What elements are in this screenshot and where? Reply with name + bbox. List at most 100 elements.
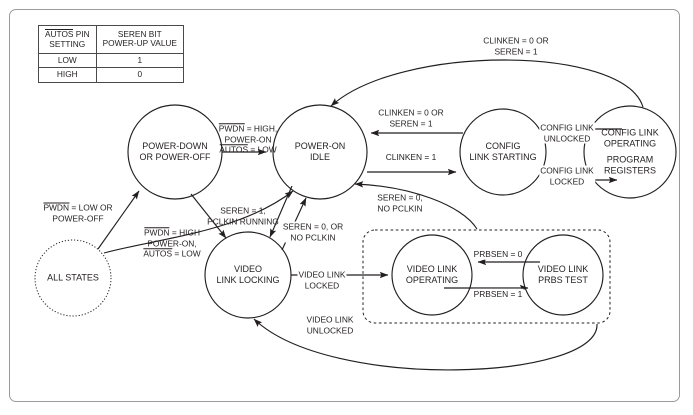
edge-config-link-operating-to-power-on-idle-arc <box>330 59 644 108</box>
power-on-idle-line2: IDLE <box>309 152 330 162</box>
edge-label-video-link-operating-to-prbs-test: PRBSEN = 1 <box>472 288 524 300</box>
ln1: VIDEO LINK <box>298 269 346 280</box>
ln2: SEREN = 1 <box>494 46 538 56</box>
edge-label-video-group-to-video-link-locking: VIDEO LINK UNLOCKED <box>305 315 354 336</box>
config-link-operating-line5: REGISTERS <box>603 165 657 176</box>
ln1: VIDEO LINK <box>306 314 354 325</box>
ln3-rest: = LOW <box>248 144 277 155</box>
ln2: UNLOCKED <box>543 133 591 143</box>
edge-label-all-states-to-power-on-idle: PWDN = HIGH POWER-ON, AUTOS = LOW <box>142 227 201 259</box>
ln1: PWDN = HIGH, <box>218 123 278 134</box>
ln3: AUTOS = LOW <box>219 144 277 155</box>
state-label-video-link-prbs-test: VIDEO LINK PRBS TEST <box>538 264 589 286</box>
state-circle-all-states <box>34 239 112 317</box>
ln1: CONFIG LINK <box>540 122 594 133</box>
edge-label-config-link-operating-to-power-on-idle: CLINKEN = 0 OR SEREN = 1 <box>482 36 549 57</box>
ln2: LOCKED <box>549 176 585 186</box>
edge-label-video-link-locking-to-power-on-idle: SEREN = 0, OR NO PCLKIN <box>281 221 345 243</box>
cell-setting-high: HIGH <box>38 67 97 84</box>
state-label-all-states: ALL STATES <box>47 273 99 284</box>
state-label-video-link-operating: VIDEO LINK OPERATING <box>406 264 458 286</box>
state-label-video-link-locking: VIDEO LINK LOCKING <box>216 264 279 286</box>
edge-label-config-link-operating-to-config-link-starting: CONFIG LINK UNLOCKED <box>539 122 595 144</box>
edge-label-all-states-to-power-down: PWDN = LOW OR POWER-OFF <box>42 202 113 224</box>
state-circle-video-link-operating <box>391 234 473 316</box>
ln2: POWER-OFF <box>52 213 104 223</box>
video-link-locking-line1: VIDEO <box>233 264 262 275</box>
autos-seren-lookup-table: AUTOS PIN SETTING SEREN BIT POWER-UP VAL… <box>38 25 184 84</box>
ln2: NO PCLKIN <box>290 232 336 242</box>
ln1: CLINKEN = 0 OR <box>378 107 444 118</box>
ln2: POWER-ON <box>224 133 272 144</box>
autos-overbar: AUTOS <box>143 248 173 259</box>
video-link-operating-line1: VIDEO LINK <box>406 264 458 275</box>
ln1-rest: = LOW OR <box>69 202 113 213</box>
ln1: PWDN = LOW OR <box>43 202 113 214</box>
autos-overbar-text: AUTOS <box>45 29 74 39</box>
state-circle-config-link-starting <box>459 108 547 196</box>
seren-header-line1: SEREN BIT <box>117 28 162 39</box>
pwdn-overbar: PWDN <box>43 202 70 213</box>
state-circle-video-link-prbs-test <box>522 234 604 316</box>
ln1-rest: = HIGH <box>169 227 201 238</box>
ln1: SEREN = 0, <box>377 192 423 203</box>
video-link-prbs-test-line2: PRBS TEST <box>538 275 588 285</box>
table-row: HIGH 0 <box>38 67 184 84</box>
edge-label-power-on-idle-to-config-link-starting: CLINKEN = 1 <box>384 151 438 163</box>
power-down-line1: POWER-DOWN <box>142 141 208 152</box>
edge-label-prbs-test-to-video-link-operating: PRBSEN = 0 <box>472 248 524 260</box>
table-header-row: AUTOS PIN SETTING SEREN BIT POWER-UP VAL… <box>38 25 184 54</box>
cell-value-high: 0 <box>95 67 184 84</box>
ln2: UNLOCKED <box>306 325 354 335</box>
edge-label-power-down-to-video-link-locking: SEREN = 1, PCLKIN RUNNING <box>206 206 280 227</box>
ln1: PWDN = HIGH <box>143 227 200 238</box>
all-states-line1: ALL STATES <box>47 272 99 283</box>
table-header-seren-bit-power-up-value: SEREN BIT POWER-UP VALUE <box>95 25 184 54</box>
ln2: POWER-ON, <box>147 237 197 248</box>
state-label-power-on-idle: POWER-ON IDLE <box>295 141 346 163</box>
video-link-prbs-test-line1: VIDEO LINK <box>537 264 589 275</box>
ln1: PRBSEN = 1 <box>473 288 523 299</box>
video-link-locking-line2: LINK LOCKING <box>216 275 280 285</box>
edge-label-video-link-locking-to-video-link-operating: VIDEO LINK LOCKED <box>297 269 347 291</box>
edge-label-config-link-starting-to-power-on-idle: CLINKEN = 0 OR SEREN = 1 <box>377 107 445 129</box>
ln1-rest: = HIGH, <box>244 123 278 134</box>
edge-video-group-to-power-on-idle-arc <box>354 181 478 230</box>
edge-label-config-link-starting-to-config-link-operating: CONFIG LINK LOCKED <box>539 165 595 187</box>
state-circle-power-on-idle <box>272 104 368 200</box>
ln2: PCLKIN RUNNING <box>207 216 279 226</box>
pwdn-overbar: PWDN <box>143 227 170 238</box>
ln1: PRBSEN = 0 <box>473 248 523 259</box>
ln1: SEREN = 1, <box>220 205 266 216</box>
config-link-operating-line1: CONFIG LINK <box>601 127 659 138</box>
power-on-idle-line1: POWER-ON <box>294 141 346 152</box>
edge-all-states-to-power-down <box>97 190 140 250</box>
state-label-config-link-operating: CONFIG LINK OPERATING PROGRAM REGISTERS <box>601 128 659 177</box>
config-link-operating-line2: OPERATING <box>603 138 657 149</box>
edge-all-states-to-power-on-idle <box>103 190 294 254</box>
ln1: CLINKEN = 0 OR <box>483 35 549 46</box>
ln1: CONFIG LINK <box>540 165 594 176</box>
config-link-starting-line1: CONFIG <box>485 141 521 152</box>
ln2: NO PCLKIN <box>377 203 423 213</box>
edge-label-power-down-to-power-on-idle: PWDN = HIGH, POWER-ON AUTOS = LOW <box>218 123 278 155</box>
power-down-line2: OR POWER-OFF <box>139 152 211 162</box>
config-link-operating-line4: PROGRAM <box>606 154 654 165</box>
seren-header-line2: POWER-UP VALUE <box>102 38 177 49</box>
video-link-group-box <box>362 229 611 324</box>
video-link-operating-line2: OPERATING <box>405 275 459 285</box>
config-link-starting-line2: LINK STARTING <box>469 152 537 162</box>
autos-setting-line2: SETTING <box>49 38 86 49</box>
state-label-power-down: POWER-DOWN OR POWER-OFF <box>140 141 211 163</box>
autos-pin-suffix: PIN <box>73 29 90 39</box>
ln3-rest: = LOW <box>172 248 201 259</box>
pwdn-overbar: PWDN <box>218 123 245 134</box>
figure-frame <box>9 9 680 402</box>
edge-video-group-to-video-link-locking-arc <box>253 318 598 371</box>
ln3: AUTOS = LOW <box>143 248 201 259</box>
state-label-config-link-starting: CONFIG LINK STARTING <box>469 141 536 163</box>
ln2: LOCKED <box>304 280 340 290</box>
ln1: SEREN = 0, OR <box>282 221 344 232</box>
ln2: SEREN = 1 <box>389 118 433 128</box>
